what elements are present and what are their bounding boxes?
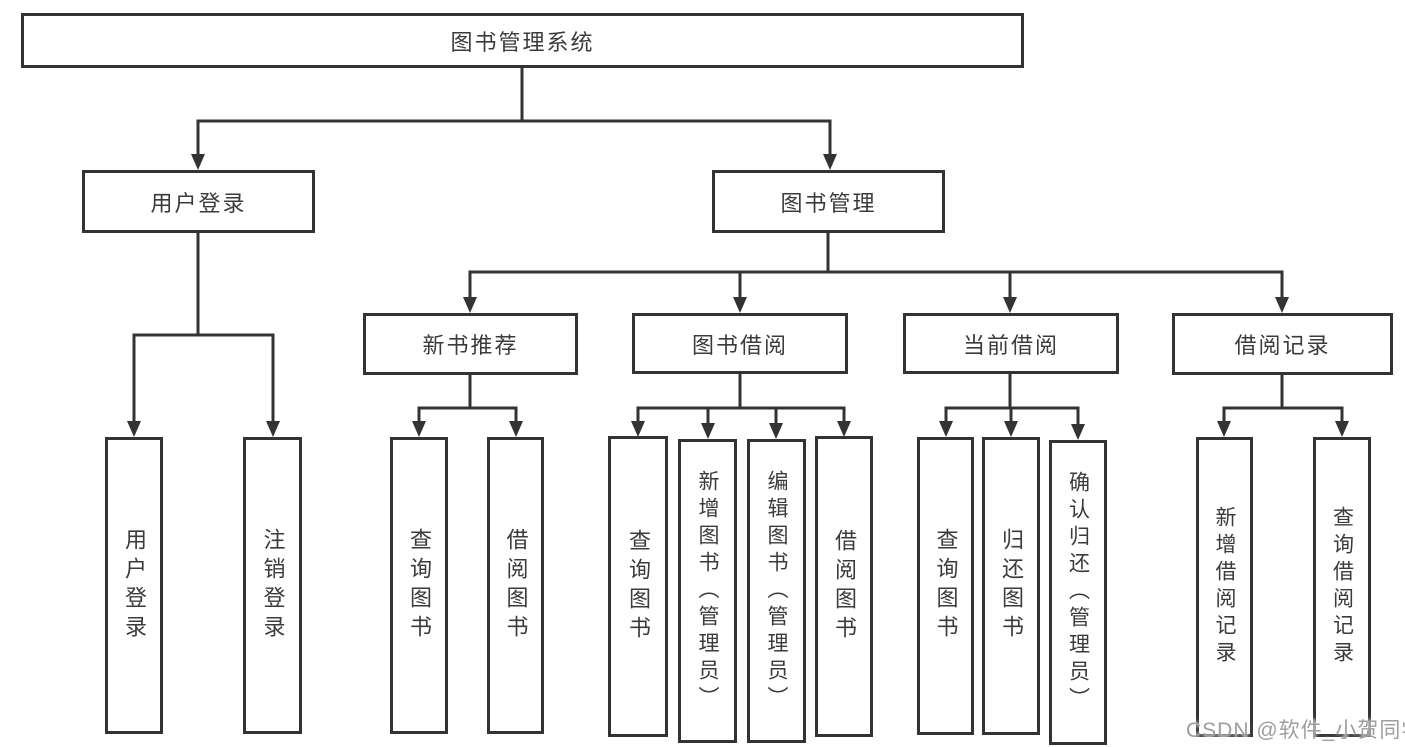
leaf-user-login: 用户登录 [105,437,163,734]
leaf-query-books-current-label: 查询图书 [933,528,959,644]
leaf-query-books-recommend-label: 查询图书 [407,527,432,644]
node-user-login: 用户登录 [82,170,315,233]
leaf-add-books-admin-label: 新增图书（管理员） [696,469,719,713]
leaf-confirm-return-admin: 确认归还（管理员） [1049,440,1107,745]
node-borrowing-records: 借阅记录 [1172,313,1393,375]
leaf-query-books-recommend: 查询图书 [390,437,448,734]
node-book-management: 图书管理 [712,170,945,233]
leaf-query-borrow-record: 查询借阅记录 [1313,437,1371,737]
leaf-query-books-borrowing: 查询图书 [608,436,668,737]
node-new-book-recommend: 新书推荐 [363,313,578,375]
leaf-add-books-admin: 新增图书（管理员） [678,439,737,743]
leaf-edit-books-admin: 编辑图书（管理员） [747,439,806,743]
leaf-query-books-borrowing-label: 查询图书 [626,528,651,645]
leaf-add-borrow-record-label: 新增借阅记录 [1213,506,1236,668]
leaf-query-borrow-record-label: 查询借阅记录 [1330,506,1354,668]
leaf-borrow-books-recommend-label: 借阅图书 [503,527,529,644]
leaf-borrow-books-recommend: 借阅图书 [487,437,544,734]
node-book-borrowing: 图书借阅 [632,313,848,374]
node-library-system: 图书管理系统 [21,13,1024,68]
leaf-logout: 注销登录 [243,437,302,734]
watermark: CSDN @软件_小贺同学 [1186,719,1405,742]
leaf-add-borrow-record: 新增借阅记录 [1196,437,1253,737]
leaf-user-login-label: 用户登录 [122,527,147,644]
leaf-return-books: 归还图书 [982,437,1040,735]
leaf-return-books-label: 归还图书 [999,528,1024,644]
leaf-borrow-books-borrowing: 借阅图书 [815,436,873,737]
leaf-query-books-current: 查询图书 [917,437,974,735]
connector-path [132,68,1344,426]
node-current-borrowing: 当前借阅 [903,313,1119,374]
leaf-edit-books-admin-label: 编辑图书（管理员） [765,469,788,713]
arrowheads [127,154,1349,440]
leaf-borrow-books-borrowing-label: 借阅图书 [832,528,857,645]
leaf-logout-label: 注销登录 [260,527,286,644]
leaf-confirm-return-admin-label: 确认归还（管理员） [1066,471,1090,714]
